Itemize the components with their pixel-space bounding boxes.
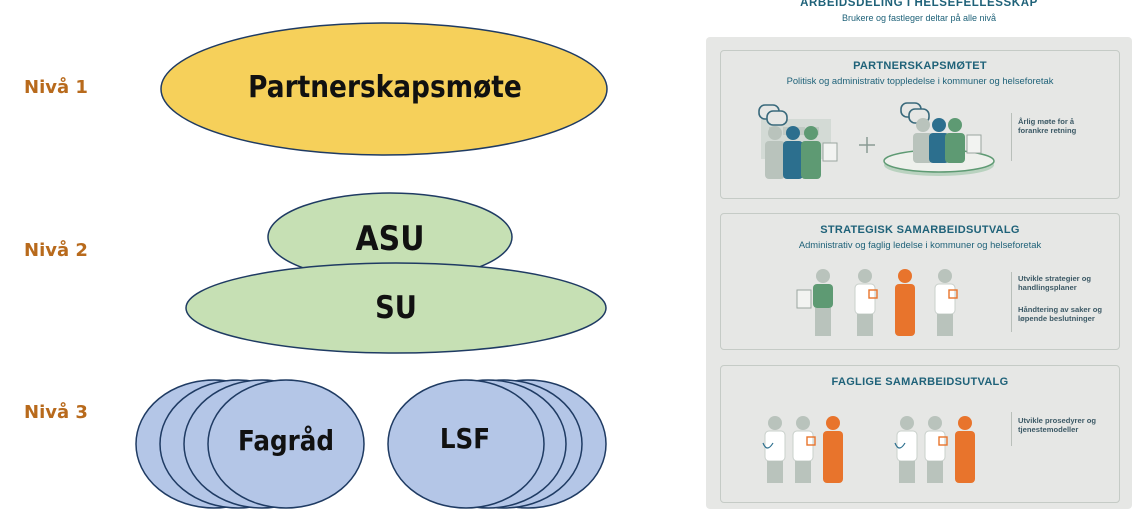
note-bar [1011,412,1012,446]
card-note: Årlig møte for å forankre retning [1018,117,1077,135]
organization-diagram [135,22,608,509]
card-note: Håndtering av saker og løpende beslutnin… [1018,305,1102,323]
card-note: Utvikle strategier og handlingsplaner [1018,274,1092,292]
card-title: STRATEGISK SAMARBEIDSUTVALG [820,224,1020,236]
partnership-meeting-illustration [758,102,995,179]
card-partnerskapsmotet: PARTNERSKAPSMØTET Politisk og administra… [720,50,1120,199]
partnerskapsmote-ellipse [160,22,608,156]
note-bar [1011,113,1012,161]
partnerskapsmote-label: Partnerskapsmøte [248,70,522,105]
fagrad-ellipse-front [207,379,365,509]
level-2-label: Nivå 2 [24,240,88,261]
infographic-panel: PARTNERSKAPSMØTET Politisk og administra… [706,37,1132,509]
asu-label: ASU [355,219,425,259]
su-label: SU [375,290,417,326]
card-strategisk-samarbeidsutvalg: STRATEGISK SAMARBEIDSUTVALG Administrati… [720,213,1120,350]
professional-committee-illustration [762,416,975,483]
lsf-label: LSF [439,422,491,455]
card-note: Utvikle prosedyrer og tjenestemodeller [1018,416,1097,434]
card-title: FAGLIGE SAMARBEIDSUTVALG [831,376,1009,388]
infographic-subtitle: Brukere og fastleger deltar på alle nivå [841,13,997,23]
su-ellipse [185,262,607,354]
card-subtitle: Politisk og administrativ toppledelse i … [786,75,1054,86]
note-bar [1011,272,1012,332]
level-1-label: Nivå 1 [24,77,88,98]
card-faglige-samarbeidsutvalg: FAGLIGE SAMARBEIDSUTVALG Utvikle prosedy… [720,365,1120,503]
card-title: PARTNERSKAPSMØTET [853,60,987,72]
card-subtitle: Administrativ og faglig ledelse i kommun… [798,239,1042,250]
fagrad-label: Fagråd [237,424,335,457]
infographic-title: ARBEIDSDELING I HELSEFELLESSKAP [800,0,1038,9]
strategic-committee-illustration [796,269,958,336]
level-3-label: Nivå 3 [24,402,88,423]
lsf-ellipse-front [387,379,545,509]
